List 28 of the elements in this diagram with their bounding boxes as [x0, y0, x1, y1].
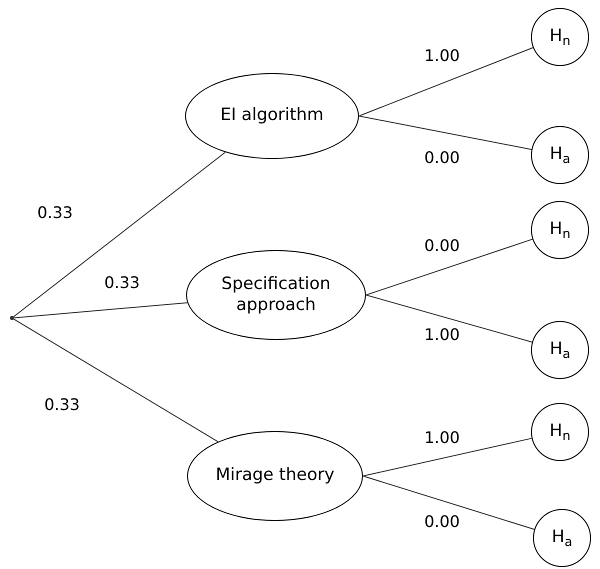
edge-label: 0.00 — [424, 150, 460, 166]
edge-label: 1.00 — [424, 430, 460, 446]
edge-label: 0.33 — [44, 397, 80, 413]
edge-label: 1.00 — [424, 327, 460, 343]
node-label: H$_{n}$ — [550, 26, 570, 48]
node-label: Specification approach — [220, 274, 332, 316]
connector-line — [366, 238, 533, 296]
node-label: H$_{n}$ — [550, 219, 570, 241]
edge-label: 0.33 — [37, 205, 73, 221]
branch-point — [10, 316, 14, 320]
connector-line — [13, 318, 218, 442]
connector-line — [358, 116, 532, 150]
connector-line — [362, 438, 532, 476]
node-label: H$_{n}$ — [550, 421, 570, 443]
node-label: H$_{a}$ — [552, 527, 572, 549]
node-label: H$_{a}$ — [550, 339, 570, 361]
node-label: EI algorithm — [219, 105, 325, 127]
node-label: H$_{a}$ — [550, 144, 570, 166]
connector-line — [366, 294, 533, 343]
connector-line — [13, 152, 226, 318]
connector-line — [14, 302, 188, 318]
node-label: Mirage theory — [214, 465, 336, 487]
edge-label: 0.00 — [424, 514, 460, 530]
edge-label: 0.00 — [424, 238, 460, 254]
connector-line — [358, 47, 534, 116]
edge-label: 1.00 — [424, 48, 460, 64]
edge-label: 0.33 — [104, 275, 140, 291]
connector-line — [362, 476, 535, 530]
